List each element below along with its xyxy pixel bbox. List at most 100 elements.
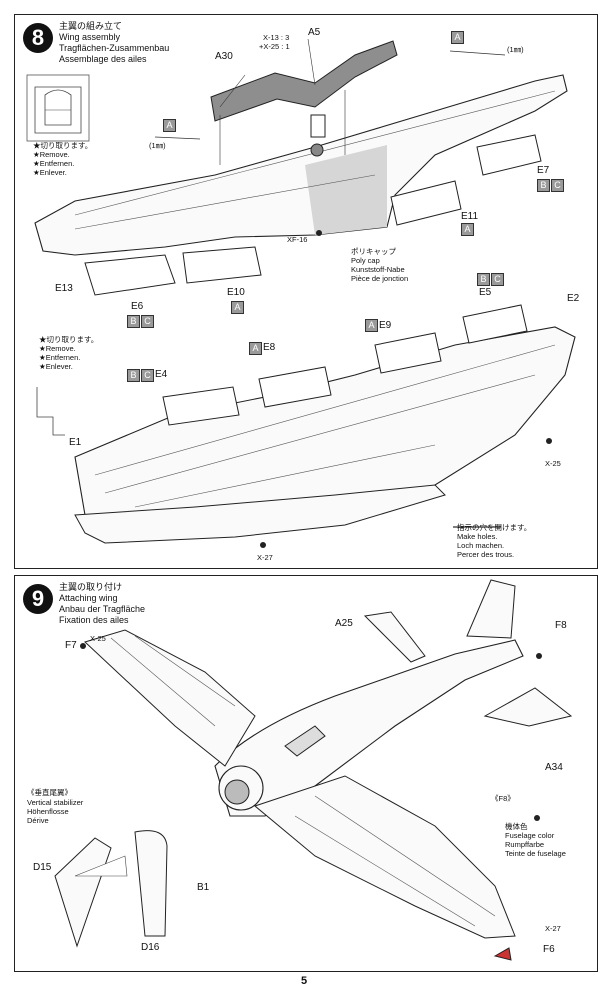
- step-9-panel: 9 主翼の取り付け Attaching wing Anbau der Tragf…: [14, 575, 598, 972]
- fuselage-color-fr: Teinte de fuselage: [505, 849, 566, 858]
- poly-cap-en: Poly cap: [351, 256, 380, 265]
- title-de: Tragflächen-Zusammenbau: [59, 43, 170, 53]
- dim-1mm-right: (1㎜): [507, 45, 524, 54]
- poly-cap-jp: ポリキャップ: [351, 247, 396, 256]
- remove-note-mid-de: ★Entfernen.: [39, 353, 81, 362]
- vertical-tail: [466, 579, 516, 639]
- label-xf16: XF-16: [287, 235, 308, 244]
- vstab-en: Vertical stabilizer: [27, 798, 84, 807]
- box-c-e6: C: [141, 315, 154, 328]
- title-en: Attaching wing: [59, 593, 118, 603]
- box-b-e6: B: [127, 315, 140, 328]
- step-number: 9: [23, 584, 53, 614]
- label-b1: B1: [197, 882, 210, 893]
- wing-assembly-diagram: [26, 38, 576, 548]
- part-a5-poly-cap: [310, 114, 326, 138]
- make-holes-fr: Percer des trous.: [457, 550, 515, 559]
- step-8-panel: 8 主翼の組み立て Wing assembly Tragflächen-Zusa…: [14, 14, 598, 569]
- label-x25: X-25: [545, 459, 561, 468]
- label-e4: E4: [155, 369, 168, 380]
- inset-detail-mid: [36, 387, 65, 436]
- fuselage-color-de: Rumpffarbe: [505, 840, 545, 849]
- label-x25: X-25: [90, 634, 106, 643]
- flap-e4: [162, 386, 240, 426]
- right-wing: [253, 775, 516, 939]
- vstab-jp: 《垂直尾翼》: [27, 788, 72, 797]
- label-a30: A30: [215, 51, 233, 62]
- fuselage-color-en: Fuselage color: [505, 831, 555, 840]
- fuselage-color-jp: 機体色: [505, 822, 528, 831]
- step-title: 主翼の組み立て Wing assembly Tragflächen-Zusamm…: [59, 21, 169, 65]
- color-a5-1: X-13 : 3: [263, 33, 290, 42]
- label-d15: D15: [33, 862, 52, 873]
- page-number: 5: [300, 975, 308, 987]
- remove-note-top-fr: ★Enlever.: [33, 168, 67, 177]
- flap-e7: [476, 134, 542, 176]
- box-a-e10: A: [231, 301, 244, 314]
- label-e13: E13: [55, 283, 73, 294]
- box-a-e11: A: [461, 223, 474, 236]
- stabilizer-a25: [363, 611, 426, 663]
- spar-a30: [210, 40, 398, 122]
- title-jp: 主翼の組み立て: [59, 21, 123, 31]
- label-e7: E7: [537, 165, 550, 176]
- box-a-left: A: [163, 119, 176, 132]
- box-c-e5: C: [491, 273, 504, 286]
- remove-note-top-en: ★Remove.: [33, 150, 70, 159]
- label-d16: D16: [141, 942, 160, 953]
- box-b-e7: B: [537, 179, 550, 192]
- inset-detail-top: [26, 74, 90, 142]
- step-number: 8: [23, 23, 53, 53]
- cockpit: [284, 725, 326, 757]
- label-x27: X-27: [545, 924, 561, 933]
- label-e8: E8: [263, 342, 276, 353]
- label-e6: E6: [131, 301, 144, 312]
- box-c-e7: C: [551, 179, 564, 192]
- box-b-e4: B: [127, 369, 140, 382]
- label-a34: A34: [545, 762, 563, 773]
- label-e10: E10: [227, 287, 245, 298]
- vstab-de: Höhenflosse: [27, 807, 69, 816]
- label-e2: E2: [567, 293, 580, 304]
- box-a-e8: A: [249, 342, 262, 355]
- box-a-e9: A: [365, 319, 378, 332]
- remove-note-mid-fr: ★Enlever.: [39, 362, 73, 371]
- make-holes-de: Loch machen.: [457, 541, 505, 550]
- label-e5: E5: [479, 287, 492, 298]
- make-holes-jp: 指示の穴を開けます。: [457, 523, 532, 532]
- remove-note-top-de: ★Entfernen.: [33, 159, 75, 168]
- stabilizer-a34: [483, 687, 573, 727]
- step-title: 主翼の取り付け Attaching wing Anbau der Tragflä…: [59, 582, 145, 626]
- left-wing: [84, 629, 256, 767]
- remove-note-mid-jp: ★切り取ります。: [39, 335, 99, 344]
- remove-note-mid-en: ★Remove.: [39, 344, 76, 353]
- flap-e6: [84, 254, 176, 296]
- flap-e5: [462, 304, 528, 344]
- title-jp: 主翼の取り付け: [59, 582, 123, 592]
- title-en: Wing assembly: [59, 32, 121, 42]
- label-a5: A5: [308, 27, 321, 38]
- part-d15: [54, 837, 112, 948]
- flap-e11: [390, 180, 462, 226]
- label-e9: E9: [379, 320, 392, 331]
- title-fr: Assemblage des ailes: [59, 54, 147, 64]
- vstab-fr: Dérive: [27, 816, 49, 825]
- dim-1mm-left: (1㎜): [149, 141, 166, 150]
- poly-cap-de: Kunststoff-Nabe: [351, 265, 405, 274]
- part-b1: [134, 830, 168, 937]
- poly-cap-fr: Pièce de jonction: [351, 274, 409, 283]
- box-a-top: A: [451, 31, 464, 44]
- label-f8: F8: [555, 620, 567, 631]
- remove-note-top-jp: ★切り取ります。: [33, 141, 93, 150]
- label-f6: F6: [543, 944, 555, 955]
- upper-wing: [34, 74, 568, 256]
- flap-e8: [258, 366, 332, 408]
- label-e1: E1: [69, 437, 82, 448]
- label-f8-bracket: 《F8》: [491, 794, 515, 803]
- label-x27: X-27: [257, 553, 273, 562]
- label-f7: F7: [65, 640, 77, 651]
- title-de: Anbau der Tragfläche: [59, 604, 146, 614]
- color-a5-2: +X-25 : 1: [259, 42, 290, 51]
- make-holes-en: Make holes.: [457, 532, 498, 541]
- title-fr: Fixation des ailes: [59, 615, 129, 625]
